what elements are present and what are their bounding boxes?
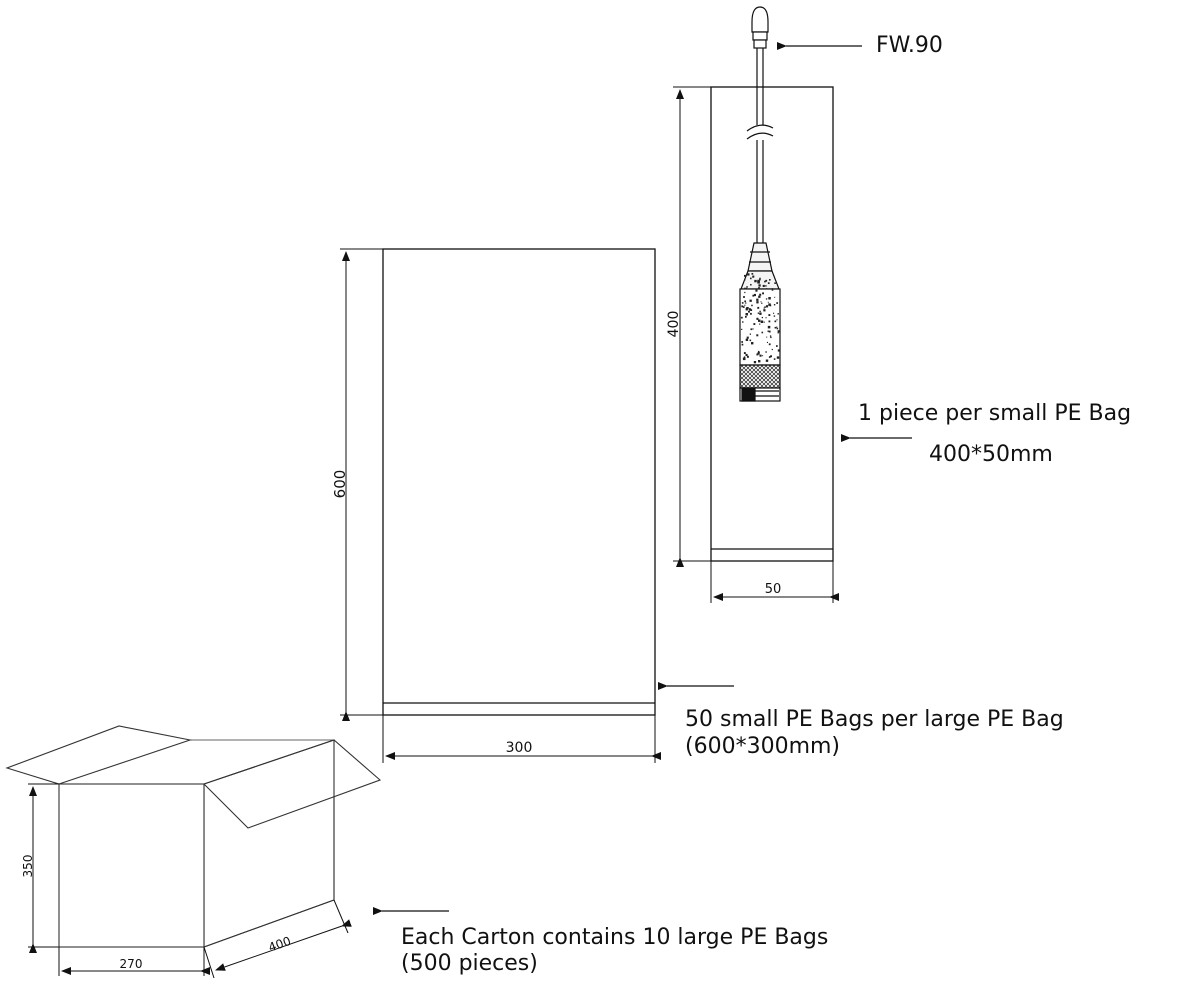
small-pe-bag: [710, 86, 834, 562]
carton-height-label: 350: [21, 855, 35, 878]
large-bag-callout-line2: (600*300mm): [685, 734, 841, 759]
small-bag-height-label: 400: [666, 311, 682, 338]
large-pe-bag: [382, 248, 656, 716]
fw90-label: FW.90: [876, 33, 943, 58]
large-bag-callout-line1: 50 small PE Bags per large PE Bag: [685, 707, 1064, 732]
small-bag-width-label: 50: [765, 582, 782, 597]
body-speckle-texture: [741, 273, 780, 364]
large-bag-width-label: 300: [506, 740, 533, 756]
large-bag-height-label: 600: [331, 470, 349, 499]
small-bag-callout-line1: 1 piece per small PE Bag: [858, 401, 1132, 426]
carton-depth-label: 400: [266, 934, 292, 955]
carton-box: [5, 725, 382, 948]
carton-callout-line2: (500 pieces): [401, 951, 538, 976]
small-bag-callout-line2: 400*50mm: [929, 442, 1053, 467]
large-bag-height-dimension: [340, 248, 383, 721]
carton-callout-line1: Each Carton contains 10 large PE Bags: [401, 925, 829, 950]
carton-width-label: 270: [120, 957, 143, 971]
carton-height-dimension: [28, 783, 59, 953]
carton-depth-dimension: [203, 899, 352, 979]
large-bag-width-dimension: [382, 715, 661, 763]
fw90-product-drawing: [739, 6, 781, 402]
carton-width-dimension: [58, 947, 210, 976]
small-bag-height-dimension: [673, 86, 711, 567]
small-bag-width-dimension: [710, 561, 839, 603]
